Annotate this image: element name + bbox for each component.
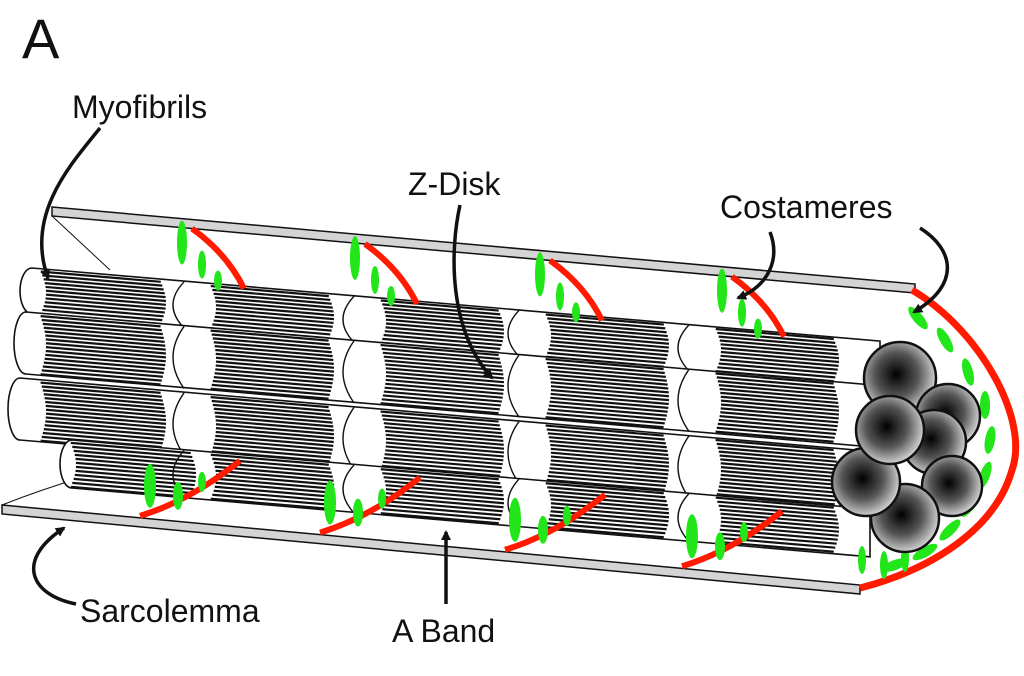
costamere-green-attachment — [936, 327, 954, 353]
z-disk-line — [507, 354, 520, 418]
a-band-striations — [40, 315, 167, 386]
costamere-green-attachment — [939, 519, 961, 541]
costamere-red-arc — [548, 257, 605, 322]
costamere-green-attachment — [538, 515, 548, 544]
z-disk-line — [172, 281, 185, 329]
costamere-red-arc — [139, 458, 242, 519]
costamere-green-attachment — [371, 265, 379, 294]
costamere-red-arc — [319, 475, 422, 536]
costamere-green-attachment — [984, 426, 996, 454]
costamere-green-attachment — [378, 488, 386, 509]
costamere-green-attachment — [214, 270, 222, 291]
costamere-green-attachment — [715, 532, 725, 561]
a-band-striations — [380, 468, 505, 525]
costamere-green-attachment — [173, 481, 183, 510]
costamere-green-attachment — [144, 463, 156, 508]
costamere-green-attachment — [198, 250, 206, 279]
z-disk-line — [172, 326, 185, 389]
costamere-green-attachment — [350, 235, 360, 280]
z-disk-line — [342, 464, 355, 514]
costamere-end-arc — [859, 286, 1020, 592]
label-sarcolemma: Sarcolemma — [80, 593, 260, 629]
costamere-green-attachment — [563, 505, 571, 526]
label-costameres: Costameres — [720, 189, 893, 225]
arrow-sarcolemma — [31, 526, 77, 606]
myofibril-cross-section — [920, 454, 984, 518]
costamere-red-arc — [681, 508, 784, 570]
costamere-green-attachment — [509, 497, 521, 542]
panel-letter: A — [22, 7, 60, 70]
arrow-costameres-right — [912, 226, 950, 314]
label-myofibrils: Myofibrils — [72, 89, 207, 125]
a-band-striations — [210, 396, 335, 467]
arrow-z-disk — [452, 204, 494, 380]
costamere-red-arc — [363, 241, 420, 306]
z-disk-line — [677, 368, 690, 432]
costamere-red-arc — [730, 274, 787, 338]
z-disk-line — [507, 309, 520, 357]
a-band-striations — [545, 357, 670, 429]
z-disk-line — [677, 492, 690, 542]
costamere-green-attachment — [177, 220, 187, 265]
costamere-green-attachment — [717, 268, 727, 313]
costamere-green-attachment — [880, 551, 888, 579]
costamere-red-arc — [504, 492, 607, 553]
costamere-green-attachment — [738, 298, 746, 327]
a-band-striations — [715, 327, 840, 383]
sarcolemma-bottom — [1, 504, 861, 595]
costamere-green-attachment — [686, 514, 698, 559]
myofibril-bundle — [7, 267, 881, 558]
costamere-green-attachment — [858, 546, 866, 574]
label-a-band: A Band — [392, 613, 495, 649]
costamere-green-attachment — [912, 543, 938, 561]
a-band-striations — [380, 299, 505, 354]
a-band-striations — [40, 381, 167, 453]
a-band-striations — [380, 410, 505, 481]
costamere-green-attachment — [980, 391, 990, 419]
myofibril — [7, 377, 881, 515]
costamere-green-attachment — [556, 282, 564, 311]
costamere-green-attachment — [324, 480, 336, 525]
costamere-green-attachment — [961, 358, 975, 386]
costamere-green-attachment — [572, 302, 580, 323]
a-band-striations — [210, 329, 335, 400]
costamere-green-attachment — [535, 252, 545, 297]
a-band-striations — [210, 453, 335, 510]
z-disk-line — [677, 324, 690, 372]
myofibril-cross-sections — [830, 340, 984, 554]
costamere-green-attachment — [740, 522, 748, 543]
arrow-costameres-left — [736, 231, 776, 300]
a-band-striations — [715, 372, 840, 443]
costamere-green-attachment — [387, 285, 395, 306]
myofibril — [13, 311, 881, 449]
costamere-green-attachment — [754, 318, 762, 339]
membrane-edge-line — [51, 215, 111, 271]
costamere-red-arc — [190, 226, 247, 290]
myofibril-cross-section — [854, 394, 926, 466]
costamere-green-attachment — [353, 498, 363, 527]
z-disk-line — [342, 340, 355, 404]
z-disk-line — [342, 295, 355, 343]
costamere-green-attachment — [198, 471, 206, 492]
label-z-disk: Z-Disk — [408, 166, 501, 202]
arrow-myofibrils — [40, 126, 102, 280]
